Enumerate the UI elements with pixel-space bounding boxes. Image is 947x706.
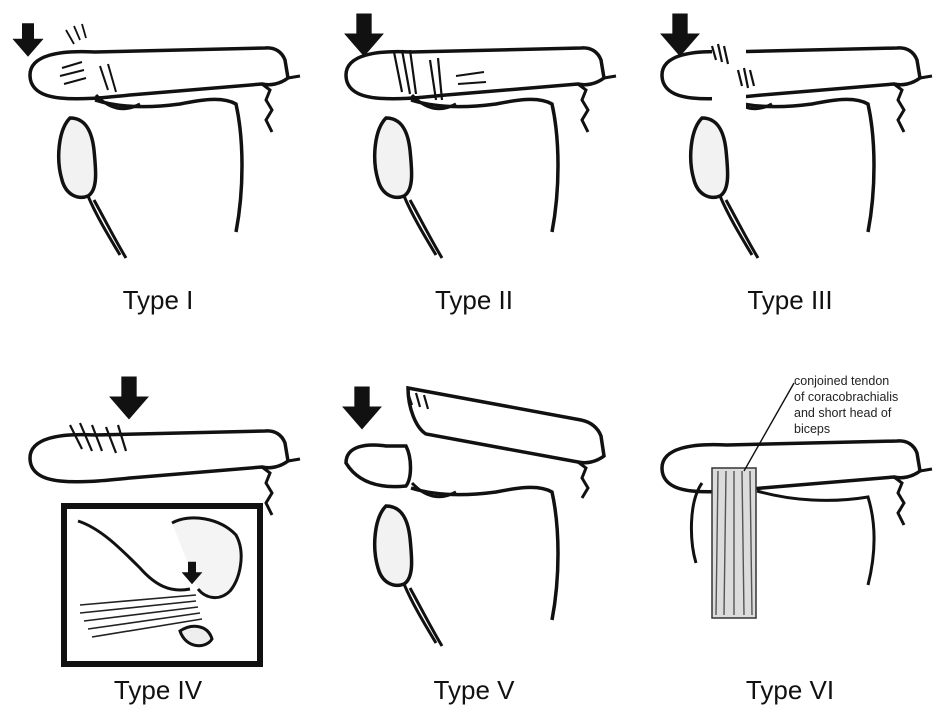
down-arrow-icon: [660, 14, 700, 57]
panel-type-2: Type II: [316, 0, 632, 352]
panel-label: Type IV: [0, 675, 316, 706]
shoulder-illustration-type-5: [316, 353, 632, 705]
panel-type-1: Type I: [0, 0, 316, 352]
shoulder-illustration-type-4: [0, 353, 316, 705]
down-arrow-icon: [342, 387, 382, 430]
panel-label: Type V: [316, 675, 632, 706]
panel-type-5: Type V: [316, 353, 632, 705]
panel-label: Type I: [0, 285, 316, 316]
panel-label: Type III: [632, 285, 947, 316]
down-arrow-icon: [109, 377, 149, 420]
down-arrow-icon: [12, 23, 43, 57]
down-arrow-icon: [344, 14, 384, 57]
panel-type-6: conjoined tendon of coracobrachialis and…: [632, 353, 947, 705]
panel-label: Type VI: [632, 675, 947, 706]
panel-type-3: Type III: [632, 0, 947, 352]
panel-type-4: Type IV: [0, 353, 316, 705]
shoulder-illustration-type-6: [632, 353, 947, 705]
annotation-text: conjoined tendon of coracobrachialis and…: [794, 373, 898, 437]
panel-label: Type II: [316, 285, 632, 316]
